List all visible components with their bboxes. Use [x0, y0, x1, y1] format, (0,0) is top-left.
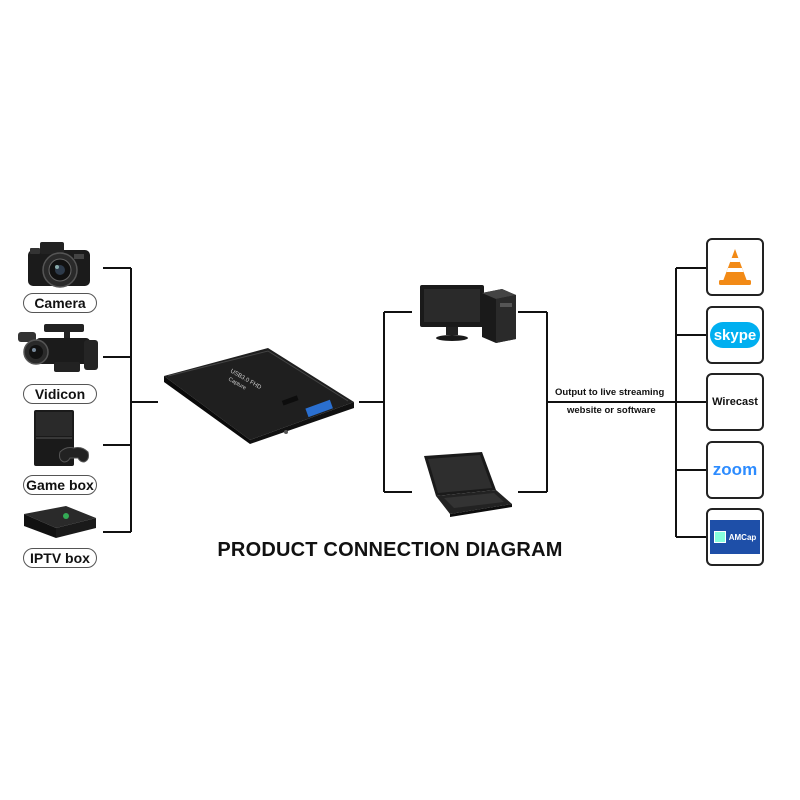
amcap-logo-text: AMCap: [728, 532, 757, 542]
input-label-camera: Camera: [23, 293, 97, 313]
camcorder-icon: [18, 324, 98, 372]
iptv-box-icon: [24, 506, 96, 538]
capture-card-icon: USB3.0 FHD Capture: [164, 348, 354, 444]
vlc-icon: [719, 249, 751, 285]
app-box-amcap: AMCap: [706, 508, 764, 566]
diagram-title: PRODUCT CONNECTION DIAGRAM: [217, 539, 563, 561]
input-label-iptv-box: IPTV box: [23, 548, 97, 568]
game-console-icon: [34, 410, 89, 466]
input-label-game-box: Game box: [23, 475, 97, 495]
app-box-wirecast: Wirecast: [706, 373, 764, 431]
amcap-icon: AMCap: [710, 520, 760, 554]
app-box-vlc: [706, 238, 764, 296]
amcap-mini-icon: [713, 531, 726, 543]
desktop-computer-icon: [420, 285, 516, 343]
app-box-zoom: zoom: [706, 441, 764, 499]
zoom-icon: zoom: [712, 460, 758, 479]
app-box-skype: skype: [706, 306, 764, 364]
skype-icon: skype: [710, 322, 760, 348]
wirecast-icon: Wirecast: [712, 396, 758, 408]
output-caption-line2: website or software: [567, 405, 656, 416]
output-caption-line1: Output to live streaming: [555, 387, 665, 398]
laptop-icon: [424, 452, 512, 517]
camera-icon: [28, 242, 90, 288]
input-label-vidicon: Vidicon: [23, 384, 97, 404]
skype-logo-text: skype: [713, 326, 757, 344]
